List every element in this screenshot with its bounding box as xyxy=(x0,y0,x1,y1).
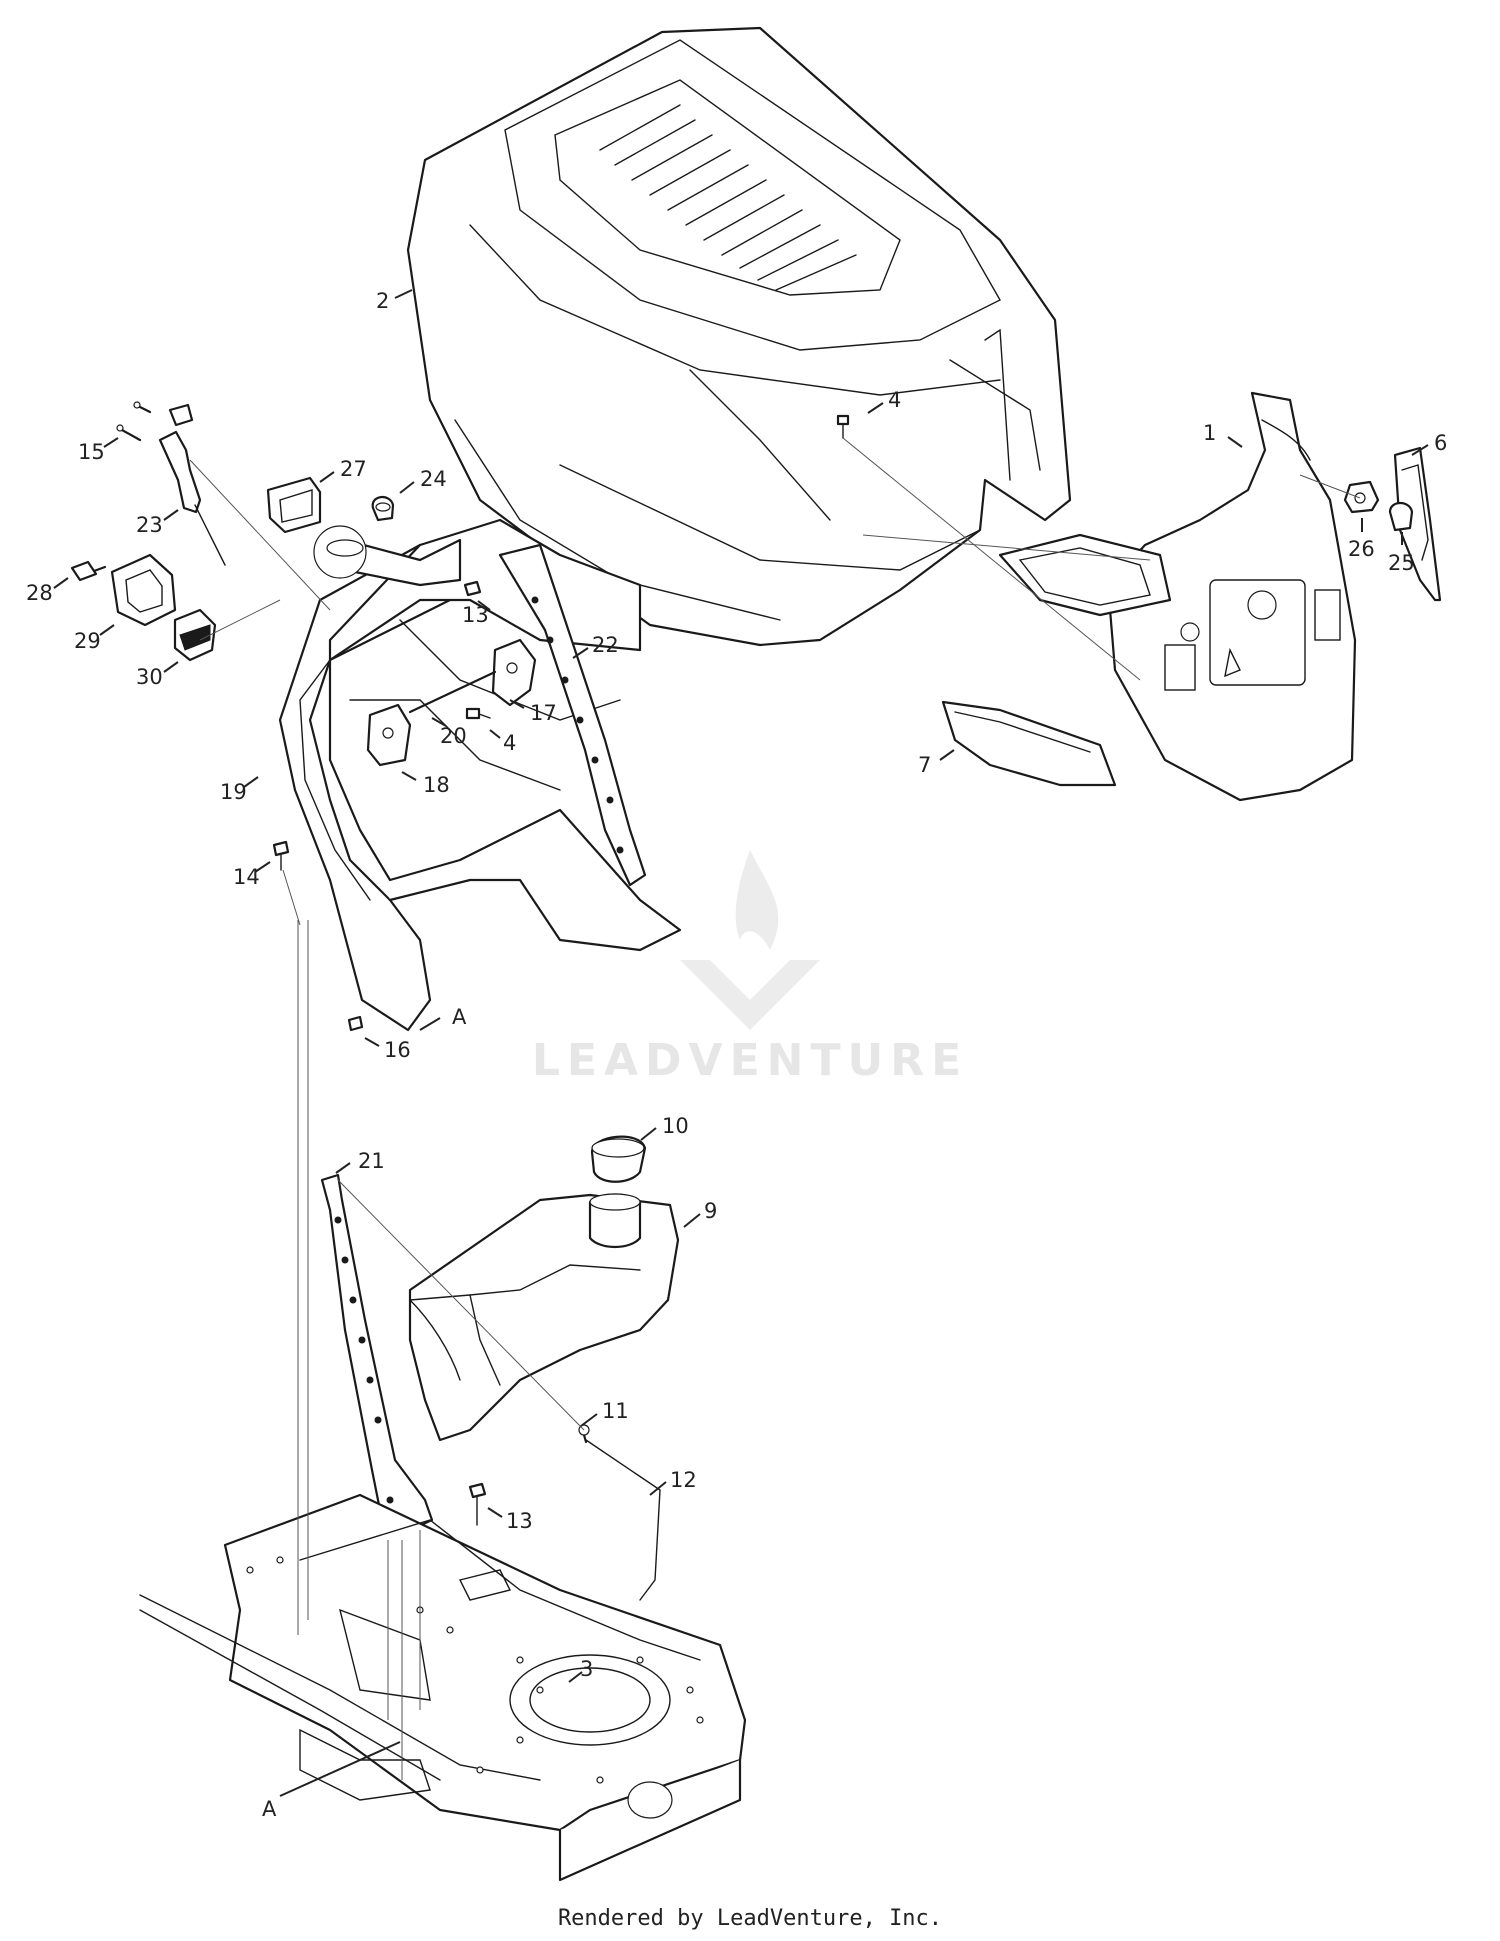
lamp-bulb-part[interactable] xyxy=(1388,501,1414,532)
callout-6: 6 xyxy=(1434,431,1447,455)
callout-4-upper: 4 xyxy=(888,388,901,412)
callout-27: 27 xyxy=(340,457,367,481)
grille-part[interactable] xyxy=(998,391,1357,802)
callout-21: 21 xyxy=(358,1149,385,1173)
callout-19: 19 xyxy=(220,780,247,804)
callout-17: 17 xyxy=(530,701,557,725)
bolt-13-lower-part[interactable] xyxy=(468,1482,487,1526)
bolt-13-upper-part[interactable] xyxy=(463,580,482,597)
callout-28: 28 xyxy=(26,581,53,605)
callout-29: 29 xyxy=(74,629,101,653)
lamp-socket-part[interactable] xyxy=(1343,480,1380,514)
callout-ref-a-lower: A xyxy=(262,1797,277,1821)
callout-3: 3 xyxy=(580,1657,593,1681)
fuel-line-part[interactable] xyxy=(578,1424,661,1601)
callout-16: 16 xyxy=(384,1038,411,1062)
nut-24-part[interactable] xyxy=(371,496,395,522)
throttle-lever-part[interactable] xyxy=(158,403,331,611)
callout-20: 20 xyxy=(440,724,467,748)
callout-18: 18 xyxy=(423,773,450,797)
callout-23: 23 xyxy=(136,513,163,537)
screw-4-upper-part[interactable] xyxy=(836,414,850,439)
callout-10: 10 xyxy=(662,1114,689,1138)
assembly-reference-lines xyxy=(282,437,1361,1780)
headlight-lens-part[interactable] xyxy=(1393,446,1442,602)
callout-15: 15 xyxy=(78,440,105,464)
ignition-key-part[interactable] xyxy=(70,560,107,582)
support-bracket-part[interactable] xyxy=(498,543,647,887)
callout-2: 2 xyxy=(376,289,389,313)
side-panel-part[interactable] xyxy=(941,700,1117,787)
callout-22: 22 xyxy=(592,633,619,657)
bolt-14-part[interactable] xyxy=(272,840,290,871)
callout-24: 24 xyxy=(420,467,447,491)
callout-1: 1 xyxy=(1203,421,1216,445)
callout-14: 14 xyxy=(233,865,260,889)
rod-part[interactable] xyxy=(408,670,497,714)
footer-credit: Rendered by LeadVenture, Inc. xyxy=(557,1906,943,1931)
screw-15-part[interactable] xyxy=(116,401,152,442)
dash-panel-part[interactable] xyxy=(278,518,682,1032)
callout-7: 7 xyxy=(918,753,931,777)
callout-11: 11 xyxy=(602,1399,629,1423)
leadventure-watermark: LEADVENTURE xyxy=(470,830,1030,1110)
callout-13-lower: 13 xyxy=(506,1509,533,1533)
fuel-cap-part[interactable] xyxy=(590,1135,647,1183)
hood-part[interactable] xyxy=(406,26,1072,647)
bezel-29-part[interactable] xyxy=(110,553,177,627)
callout-30: 30 xyxy=(136,665,163,689)
mount-block-upper-part[interactable] xyxy=(491,638,537,707)
callout-26: 26 xyxy=(1348,537,1375,561)
screw-4-lower-part[interactable] xyxy=(465,707,491,720)
callouts: 1 2 3 4 4 6 7 9 10 11 12 13 13 14 15 16 xyxy=(26,289,1447,1821)
switch-27-part[interactable] xyxy=(266,476,322,534)
callout-12: 12 xyxy=(670,1468,697,1492)
watermark-logo-icon xyxy=(680,850,820,1030)
callout-13-upper: 13 xyxy=(462,603,489,627)
callout-25: 25 xyxy=(1388,551,1415,575)
ignition-switch-part[interactable] xyxy=(173,599,281,662)
bolt-16-part[interactable] xyxy=(347,1015,364,1032)
fuel-tank-part[interactable] xyxy=(408,1193,680,1442)
callout-4-lower: 4 xyxy=(503,731,516,755)
mount-block-lower-part[interactable] xyxy=(366,703,412,767)
callout-9: 9 xyxy=(704,1199,717,1223)
dash-support-bracket-part[interactable] xyxy=(320,1173,434,1532)
callout-ref-a-upper: A xyxy=(452,1005,467,1029)
watermark-text: LEADVENTURE xyxy=(531,1035,969,1086)
frame-part[interactable] xyxy=(139,1493,747,1882)
